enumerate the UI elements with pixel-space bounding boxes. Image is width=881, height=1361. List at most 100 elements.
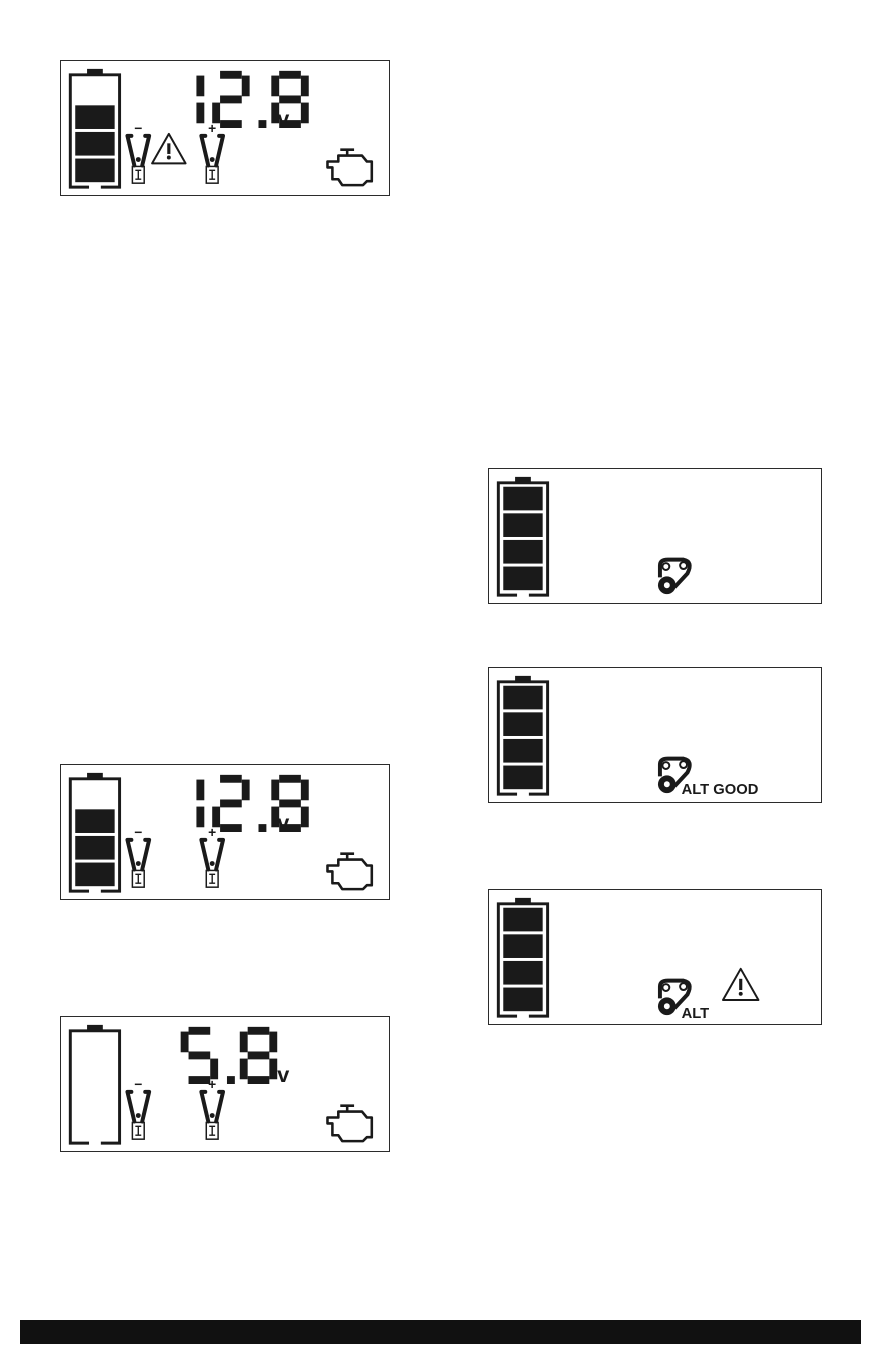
- battery-bar: [503, 487, 542, 511]
- positive-clamp-icon: +: [201, 825, 223, 887]
- battery-bar: [503, 712, 542, 736]
- clamp-pivot: [136, 1113, 141, 1118]
- battery-icon: [498, 898, 547, 1016]
- voltage-unit: v: [277, 810, 289, 835]
- digit-segment: [301, 103, 309, 124]
- battery-bar: [503, 540, 542, 564]
- alt-status-text: ALT: [682, 1006, 710, 1022]
- digit-segment: [189, 1051, 211, 1059]
- belt-pulley-small: [662, 762, 669, 769]
- engine-icon: [327, 150, 371, 185]
- battery-icon: [498, 477, 547, 595]
- clamp-handle-mark: [209, 874, 215, 883]
- page-footer-bar: [20, 1320, 861, 1344]
- lcd-panel-alt-belt: [488, 468, 822, 604]
- belt-pulley-hub: [664, 1003, 670, 1009]
- battery-outline: [70, 1031, 119, 1143]
- alt-status-text: ALT GOOD: [682, 782, 759, 798]
- clamp-pivot: [210, 157, 215, 162]
- digit-segment: [248, 1027, 270, 1035]
- battery-bar: [503, 988, 542, 1012]
- digit-segment: [220, 775, 242, 783]
- belt-pulley-small: [680, 761, 687, 768]
- digit-segment: [240, 1059, 248, 1080]
- battery-terminal: [87, 773, 103, 778]
- digit-segment: [220, 120, 242, 128]
- voltage-digits: [181, 1027, 278, 1084]
- lcd-panel-voltage-normal: − + v: [60, 764, 390, 900]
- battery-bar: [503, 934, 542, 958]
- battery-bar: [503, 686, 542, 710]
- negative-clamp-icon: −: [127, 121, 149, 183]
- belt-pulley-small: [662, 984, 669, 991]
- negative-clamp-icon: −: [127, 825, 149, 887]
- digit-segment: [212, 103, 220, 124]
- battery-bar: [503, 567, 542, 591]
- voltage-digits: [196, 71, 308, 128]
- digit-segment: [220, 71, 242, 79]
- battery-icon: [70, 773, 119, 891]
- digit-segment: [220, 799, 242, 807]
- digit-segment: [269, 1059, 277, 1080]
- battery-bar: [75, 836, 114, 860]
- engine-icon: [327, 1106, 371, 1141]
- battery-bar: [503, 766, 542, 790]
- battery-bar: [75, 863, 114, 887]
- voltage-unit: v: [277, 1062, 289, 1087]
- clamp-pivot: [136, 157, 141, 162]
- battery-icon: [70, 1025, 119, 1143]
- digit-segment: [220, 95, 242, 103]
- battery-icon: [70, 69, 119, 187]
- negative-clamp-icon: −: [127, 1077, 149, 1139]
- battery-bar: [75, 159, 114, 183]
- positive-clamp-icon: +: [201, 1077, 223, 1139]
- digit-segment: [248, 1051, 270, 1059]
- belt-pulley-small: [662, 563, 669, 570]
- engine-outline: [327, 854, 371, 889]
- belt-pulley-small: [680, 983, 687, 990]
- battery-icon: [498, 676, 547, 794]
- clamp-sign: −: [134, 825, 142, 840]
- decimal-point: [227, 1076, 235, 1084]
- warning-dot: [739, 992, 743, 996]
- clamp-handle-mark: [135, 1126, 141, 1135]
- digit-segment: [181, 1032, 189, 1053]
- decimal-point: [259, 824, 267, 832]
- warning-mark: [739, 979, 742, 990]
- digit-segment: [279, 799, 301, 807]
- clamp-handle-mark: [209, 1126, 215, 1135]
- clamp-sign: −: [134, 121, 142, 136]
- digit-segment: [301, 780, 309, 801]
- digit-segment: [196, 103, 204, 124]
- digit-segment: [279, 775, 301, 783]
- warning-triangle-icon: [152, 134, 186, 163]
- digit-segment: [210, 1059, 218, 1080]
- battery-terminal: [515, 676, 531, 681]
- belt-pulley-hub: [664, 582, 670, 588]
- warning-dot: [167, 156, 171, 160]
- digit-segment: [271, 76, 279, 97]
- engine-outline: [327, 150, 371, 185]
- digit-segment: [220, 824, 242, 832]
- digit-segment: [242, 76, 250, 97]
- digit-segment: [196, 807, 204, 828]
- digit-segment: [189, 1027, 211, 1035]
- battery-bar: [503, 908, 542, 932]
- digit-segment: [279, 95, 301, 103]
- battery-bar: [503, 513, 542, 537]
- digit-segment: [279, 71, 301, 79]
- warning-mark: [167, 143, 170, 154]
- digit-segment: [242, 780, 250, 801]
- battery-bar: [75, 132, 114, 156]
- battery-bar: [503, 739, 542, 763]
- battery-terminal: [87, 1025, 103, 1030]
- lcd-panel-voltage-warning: − + v: [60, 60, 390, 196]
- engine-icon: [327, 854, 371, 889]
- lcd-panel-voltage-low: − + v: [60, 1016, 390, 1152]
- digit-segment: [196, 780, 204, 801]
- digit-segment: [212, 807, 220, 828]
- battery-terminal: [515, 898, 531, 903]
- lcd-panel-alt-warning: ALT: [488, 889, 822, 1025]
- battery-bar: [75, 105, 114, 129]
- clamp-sign: −: [134, 1077, 142, 1092]
